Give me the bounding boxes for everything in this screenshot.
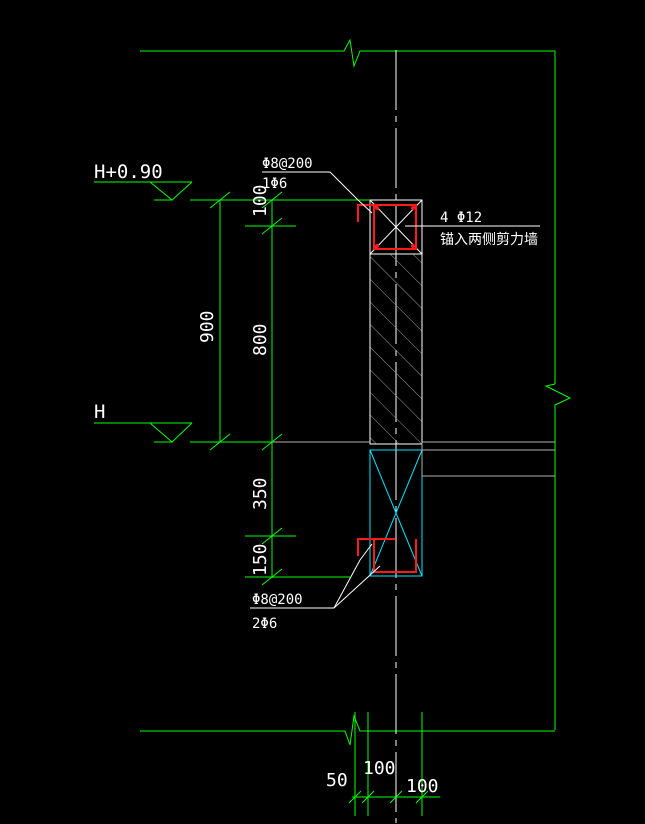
- dim-wall-panel: 800: [250, 323, 271, 356]
- level-mark-bottom: H: [94, 401, 193, 443]
- note-beam-anchor: 锚入两侧剪力墙: [440, 232, 538, 248]
- dim-lower-beam: 350: [250, 477, 271, 510]
- dim-bottom-offset: 50: [326, 770, 348, 791]
- callout-top-leader: [262, 171, 373, 214]
- top-beam-section: [357, 199, 423, 255]
- dim-top-beam: 100: [250, 184, 271, 217]
- note-top-stirrup: Φ8@200: [262, 156, 313, 172]
- dim-sill: 150: [250, 543, 271, 576]
- bottom-dimension-chain: [348, 712, 440, 816]
- top-break-line: [140, 38, 556, 384]
- dim-bottom-width: 100: [363, 758, 396, 779]
- level-mark-top: H+0.90: [94, 161, 193, 201]
- level-label-bottom: H: [94, 401, 105, 423]
- note-bottom-longitudinal: 2Φ6: [252, 616, 277, 632]
- upper-wall-panel: [369, 253, 423, 445]
- right-break-line: [544, 383, 572, 730]
- floor-slab: [272, 441, 555, 477]
- dim-bottom-right: 100: [406, 776, 439, 797]
- dimension-chain: [190, 191, 370, 586]
- level-label-top: H+0.90: [94, 161, 163, 183]
- bottom-break-line: [140, 714, 555, 746]
- dim-total-height: 900: [197, 310, 218, 343]
- note-bottom-stirrup: Φ8@200: [252, 592, 303, 608]
- callout-bottom-leader: [250, 543, 381, 609]
- lower-beam-section: [357, 449, 423, 577]
- note-top-longitudinal: 1Φ6: [262, 176, 287, 192]
- note-beam-bars: 4 Φ12: [440, 210, 482, 226]
